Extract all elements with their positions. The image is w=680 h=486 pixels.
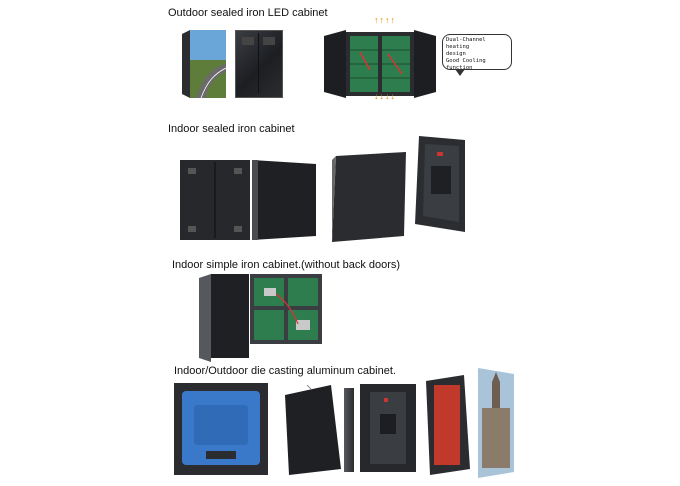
die-casting-blue-module-image	[174, 383, 268, 475]
callout-line-2: design	[446, 51, 466, 57]
heating-cooling-callout: Dual-Channel heating design Good Cooling…	[442, 34, 512, 76]
die-casting-cabinet-side-image	[344, 388, 354, 472]
die-casting-red-module-image	[426, 375, 470, 475]
indoor-simple-cabinet-open-image	[250, 274, 322, 344]
outdoor-cabinet-front-image	[182, 30, 227, 99]
section-title-outdoor-sealed: Outdoor sealed iron LED cabinet	[168, 7, 328, 19]
indoor-sealed-cabinet-back-image	[180, 160, 250, 240]
section-title-indoor-simple: Indoor simple iron cabinet.(without back…	[172, 259, 401, 271]
heat-up-arrows-icon: ↑↑↑↑	[374, 15, 396, 25]
indoor-sealed-cabinet-front-image	[252, 160, 316, 240]
die-casting-building-display-image	[478, 368, 514, 478]
outdoor-cabinet-open-image	[324, 30, 436, 98]
heat-down-arrows-icon: ↓↓↓↓	[374, 91, 396, 101]
callout-line-1: Dual-Channel heating	[446, 37, 486, 50]
die-casting-cabinet-angle-image	[285, 384, 341, 475]
die-casting-cabinet-back-image	[360, 384, 416, 472]
indoor-sealed-module-front-image	[332, 152, 406, 242]
indoor-simple-cabinet-image	[199, 274, 249, 362]
section-title-die-casting: Indoor/Outdoor die casting aluminum cabi…	[174, 365, 396, 377]
callout-line-3: Good Cooling function	[446, 58, 486, 71]
section-title-indoor-sealed: Indoor sealed iron cabinet	[168, 123, 295, 135]
indoor-sealed-frame-image	[415, 136, 465, 232]
outdoor-cabinet-back-image	[235, 30, 283, 98]
